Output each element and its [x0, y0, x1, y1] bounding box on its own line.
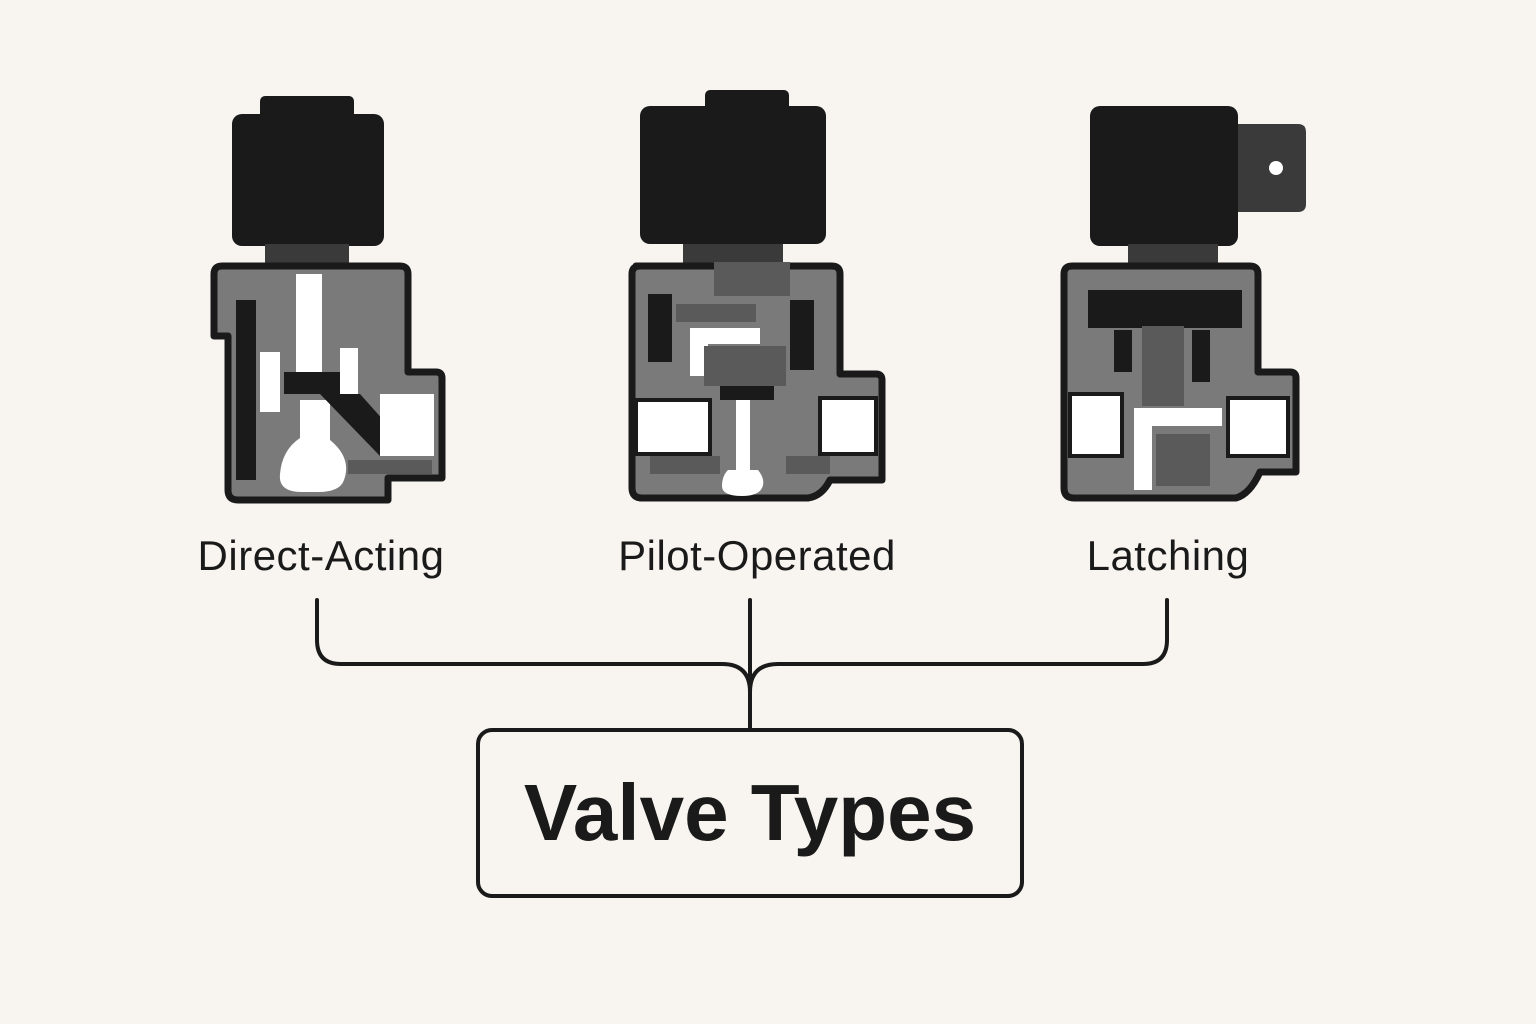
- direct-acting-valve-icon: [210, 96, 446, 504]
- label-direct-acting: Direct-Acting: [197, 532, 445, 579]
- pilot-operated-valve-icon: [628, 90, 886, 502]
- label-pilot-operated: Pilot-Operated: [618, 532, 896, 579]
- label-latching: Latching: [1086, 532, 1250, 579]
- root-node-box: Valve Types: [476, 728, 1024, 898]
- connector-tree: [315, 598, 1169, 730]
- root-node-label: Valve Types: [523, 768, 977, 857]
- connector-latching: [748, 598, 1169, 694]
- connector-direct-acting: [315, 598, 752, 694]
- latching-valve-icon: [1060, 106, 1306, 502]
